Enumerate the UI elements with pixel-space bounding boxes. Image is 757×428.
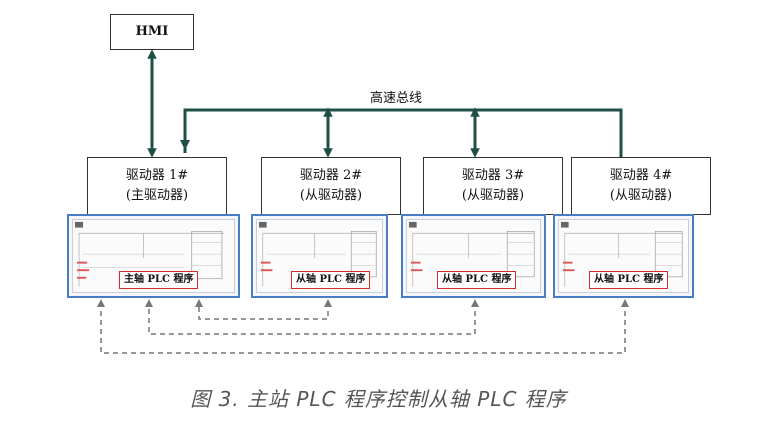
dashed-link-4	[100, 302, 626, 354]
hmi-label: HMI	[135, 24, 169, 39]
driver-3-title: 驱动器 3#	[461, 168, 525, 183]
ladder-diagram-thumbnail	[75, 221, 224, 287]
plc-program-2-label: 从轴 PLC 程序	[291, 271, 371, 289]
bus-label: 高速总线	[370, 91, 423, 106]
plc-program-3-label: 从轴 PLC 程序	[437, 271, 517, 289]
plc-program-1-label: 主轴 PLC 程序	[119, 271, 199, 289]
driver-2-title: 驱动器 2#	[299, 168, 363, 183]
dashed-link-3	[148, 302, 476, 335]
plc-program-4: 从轴 PLC 程序	[553, 214, 694, 298]
driver-4-title: 驱动器 4#	[609, 168, 673, 183]
figure-caption: 图 3. 主站 PLC 程序控制从轴 PLC 程序	[190, 387, 567, 411]
bus-line	[183, 108, 623, 157]
plc-program-3: 从轴 PLC 程序	[401, 214, 546, 298]
dashed-link-2	[198, 302, 329, 320]
plc-program-1: 主轴 PLC 程序	[67, 214, 240, 298]
ladder-diagram-thumbnail	[258, 221, 377, 287]
driver-2-box: 驱动器 2# (从驱动器)	[261, 157, 401, 215]
driver-1-box: 驱动器 1# (主驱动器)	[87, 157, 227, 215]
ladder-screenshot	[72, 219, 235, 293]
driver-1-role: (主驱动器)	[125, 188, 189, 203]
driver-2-role: (从驱动器)	[299, 188, 363, 203]
driver-4-role: (从驱动器)	[609, 188, 673, 203]
plc-program-4-label: 从轴 PLC 程序	[589, 271, 669, 289]
driver-4-box: 驱动器 4# (从驱动器)	[571, 157, 711, 215]
ladder-diagram-thumbnail	[560, 221, 683, 287]
hmi-box: HMI	[110, 14, 194, 50]
driver-1-title: 驱动器 1#	[125, 168, 189, 183]
plc-program-2: 从轴 PLC 程序	[251, 214, 388, 298]
ladder-diagram-thumbnail	[408, 221, 535, 287]
driver-3-box: 驱动器 3# (从驱动器)	[423, 157, 563, 215]
driver-3-role: (从驱动器)	[461, 188, 525, 203]
